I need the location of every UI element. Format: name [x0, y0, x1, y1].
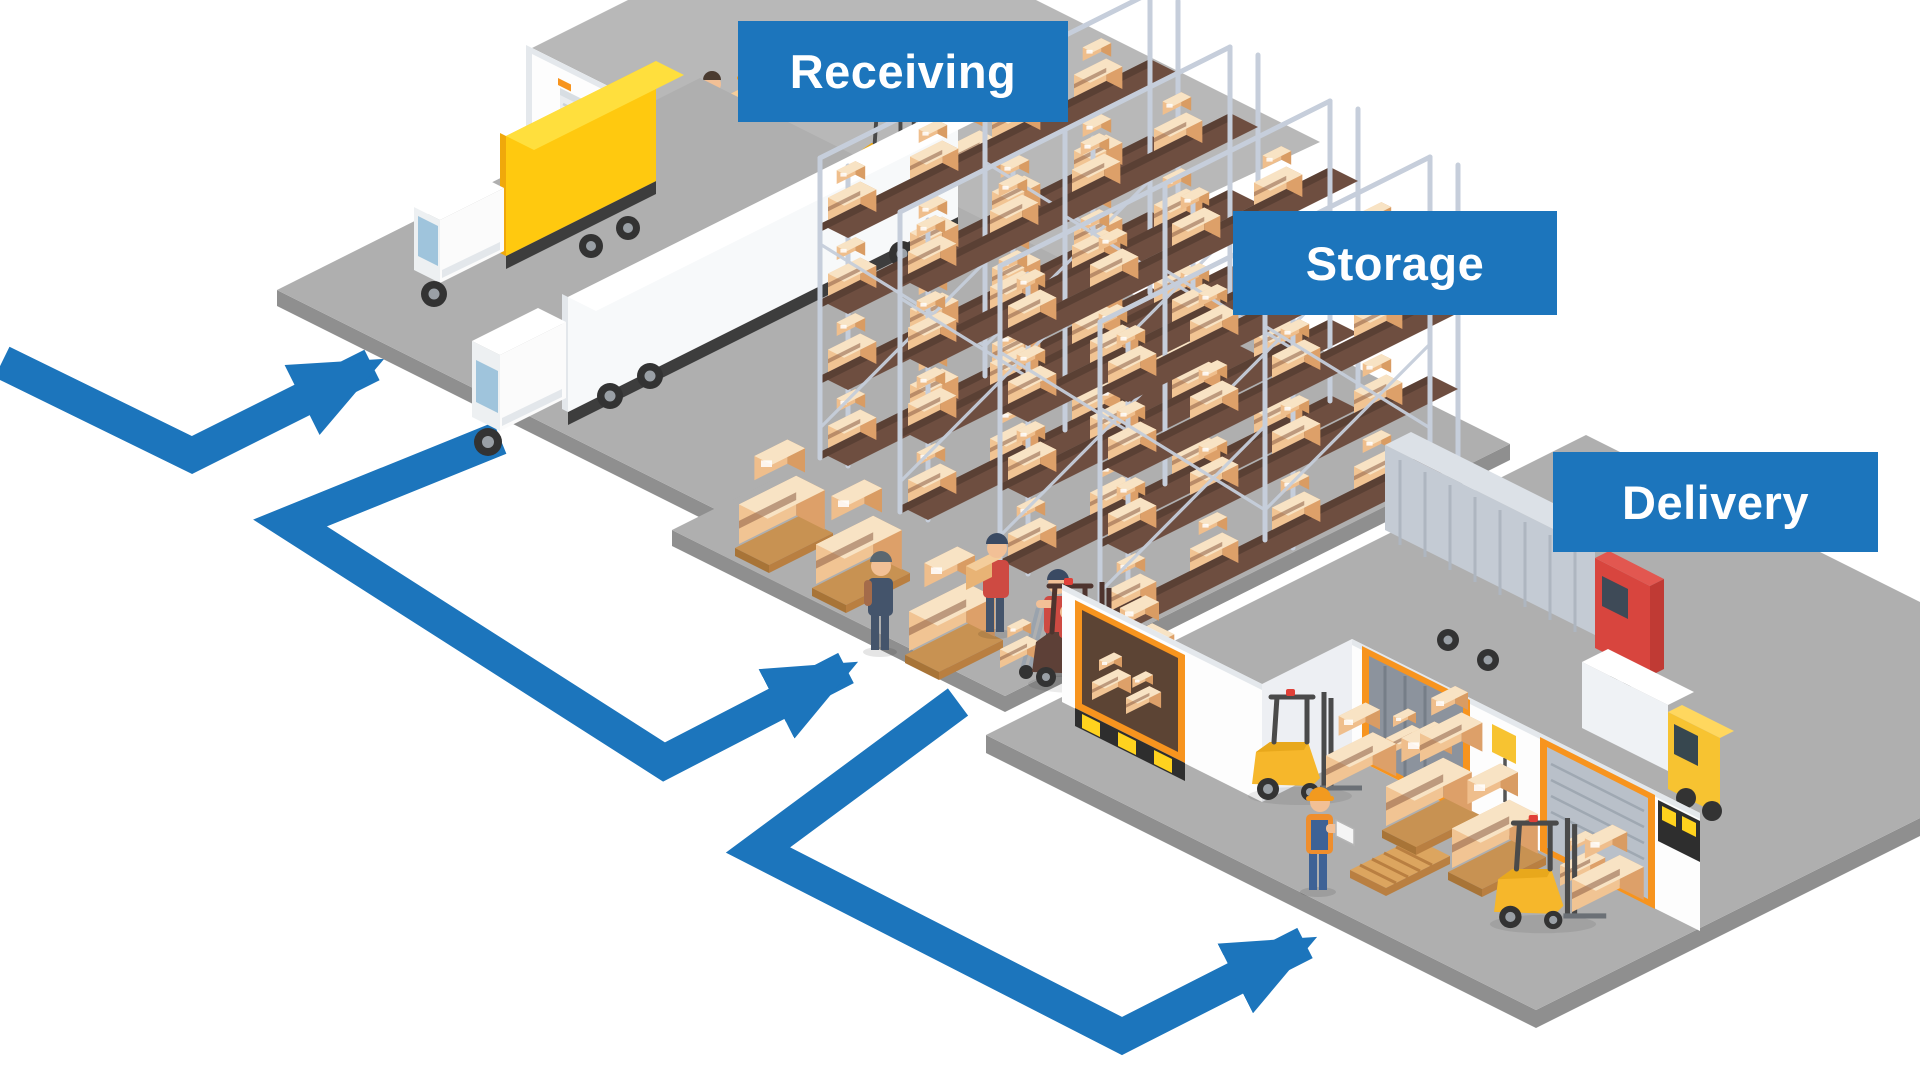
arrow-receiving-to-storage: [253, 422, 859, 782]
yellow-box-truck: [414, 61, 684, 307]
stage-label-receiving: Receiving: [738, 21, 1068, 122]
delivery-dock-wall-left: [1062, 584, 1262, 802]
red-cab-container-truck: [1385, 432, 1664, 690]
stage-label-delivery: Delivery: [1553, 452, 1878, 552]
delivery-worker-clipboard: [1300, 787, 1355, 897]
delivery-scene: [986, 432, 1920, 1028]
storage-worker-carrying: [966, 533, 1012, 639]
receiving-scene: [277, 0, 1320, 551]
stage-label-storage: Storage: [1233, 211, 1557, 315]
flow-arrows: [0, 346, 1318, 1056]
yellow-delivery-truck: [1582, 649, 1734, 821]
open-dock-with-boxes: [1075, 600, 1185, 781]
storage-worker-loading: [863, 551, 897, 657]
arrow-storage-to-delivery: [725, 688, 1318, 1056]
arrow-inbound-to-receiving: [0, 346, 385, 474]
